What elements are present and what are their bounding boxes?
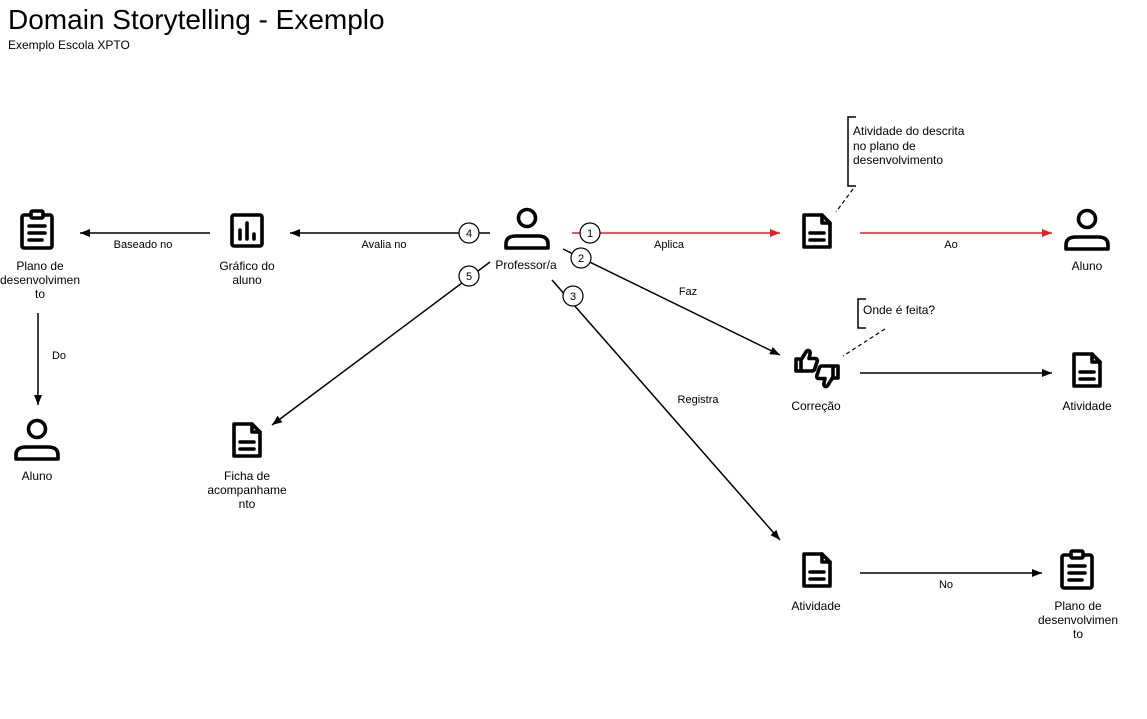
sequence-number-circle [562, 285, 584, 307]
annotation-bracket [857, 298, 866, 329]
person-icon [1064, 208, 1110, 251]
work-object-atividade-descrita [802, 213, 832, 249]
work-object-ficha: Ficha de acompanhame nto [207, 422, 287, 511]
sequence-number-text: 1 [587, 228, 593, 240]
annotation-connector [842, 328, 886, 357]
edge-baseado-no: Baseado no [80, 229, 210, 251]
bar-chart-icon [230, 213, 264, 248]
work-object-atividade-registro: Atividade [791, 552, 841, 613]
edge-label-avalia-no: Avalia no [361, 239, 406, 251]
edge-do: Do [34, 313, 66, 405]
node-label-line: desenvolvimen [0, 273, 80, 287]
actor-aluno-esquerda: Aluno [14, 418, 60, 483]
person-icon [504, 207, 550, 250]
edge-label-aplica: Aplica [654, 239, 685, 251]
node-label-line: Professor/a [495, 258, 557, 272]
sequence-number-1: 1 [579, 222, 601, 244]
sequence-number-2: 2 [570, 247, 592, 269]
node-label-line: aluno [232, 273, 262, 287]
document-icon [232, 422, 262, 458]
diagram-subtitle: Exemplo Escola XPTO [8, 38, 130, 52]
edge-line [562, 248, 781, 356]
work-object-plano-direita: Plano de desenvolvimen to [1038, 549, 1118, 641]
clipboard-icon [1060, 549, 1094, 590]
work-object-atividade-correcao: Atividade [1062, 352, 1112, 413]
node-label-line: Plano de [16, 259, 64, 273]
document-icon [802, 552, 832, 588]
sequence-number-text: 2 [578, 253, 584, 265]
annotation-text-line: no plano de [853, 139, 916, 153]
annotation-onde-feita: Onde é feita? [842, 298, 935, 357]
person-icon [14, 418, 60, 461]
clipboard-icon [20, 209, 54, 250]
sequence-number-circle [458, 265, 480, 287]
sequence-number-circle [458, 222, 480, 244]
node-label-line: Aluno [1072, 259, 1103, 273]
edge-label-registra: Registra [678, 394, 720, 406]
sequence-number-5: 5 [458, 265, 480, 287]
sequence-number-text: 3 [570, 291, 576, 303]
sequence-number-text: 5 [466, 271, 472, 283]
actor-professor: Professor/a [495, 207, 557, 272]
edge-registra: Registra [551, 279, 781, 541]
thumbs-up-icon [794, 348, 820, 373]
edge-no: No [860, 569, 1042, 591]
node-label-line: desenvolvimen [1038, 613, 1118, 627]
thumbs-down-icon [814, 364, 840, 389]
document-icon [802, 213, 832, 249]
annotation-bracket [847, 116, 856, 187]
sequence-number-4: 4 [458, 222, 480, 244]
node-label-line: nto [239, 497, 256, 511]
edge-faz: Faz [562, 248, 781, 356]
node-label-line: Atividade [791, 599, 841, 613]
edge-label-do: Do [52, 350, 66, 362]
work-object-correcao: Correção [791, 348, 841, 413]
thumbs-up-down-icon [794, 348, 840, 389]
edge-aplica: Aplica [572, 229, 780, 251]
annotation-atividade-descrita: Atividade do descrita no plano de desenv… [835, 116, 965, 213]
edge-line [271, 261, 491, 426]
node-label-line: Correção [791, 399, 841, 413]
edge-label-ao: Ao [944, 239, 957, 251]
edge-ficha [271, 261, 491, 426]
edge-line [551, 279, 781, 541]
node-label-line: to [35, 287, 45, 301]
annotation-text-line: Onde é feita? [863, 303, 935, 317]
document-icon [1072, 352, 1102, 388]
work-object-plano-esquerda: Plano de desenvolvimen to [0, 209, 80, 301]
sequence-number-text: 4 [466, 228, 472, 240]
sequence-number-circle [570, 247, 592, 269]
sequence-number-circle [579, 222, 601, 244]
edge-label-baseado-no: Baseado no [114, 239, 173, 251]
node-label-line: acompanhame [207, 483, 287, 497]
edge-label-no: No [939, 579, 953, 591]
work-object-grafico: Gráfico do aluno [219, 213, 275, 287]
node-label-line: Atividade [1062, 399, 1112, 413]
edge-avalia-no: Avalia no [290, 229, 490, 251]
node-label-line: Plano de [1054, 599, 1102, 613]
annotation-text-line: desenvolvimento [853, 153, 943, 167]
node-label-line: Aluno [22, 469, 53, 483]
actor-aluno-direita: Aluno [1064, 208, 1110, 273]
node-label-line: Gráfico do [219, 259, 275, 273]
edge-label-faz: Faz [679, 286, 697, 298]
node-label-line: to [1073, 627, 1083, 641]
edge-ao: Ao [860, 229, 1052, 251]
diagram-title: Domain Storytelling - Exemplo [8, 4, 385, 35]
annotation-text-line: Atividade do descrita [853, 124, 965, 138]
sequence-number-3: 3 [562, 285, 584, 307]
node-label-line: Ficha de [224, 469, 270, 483]
annotation-connector [835, 188, 854, 213]
